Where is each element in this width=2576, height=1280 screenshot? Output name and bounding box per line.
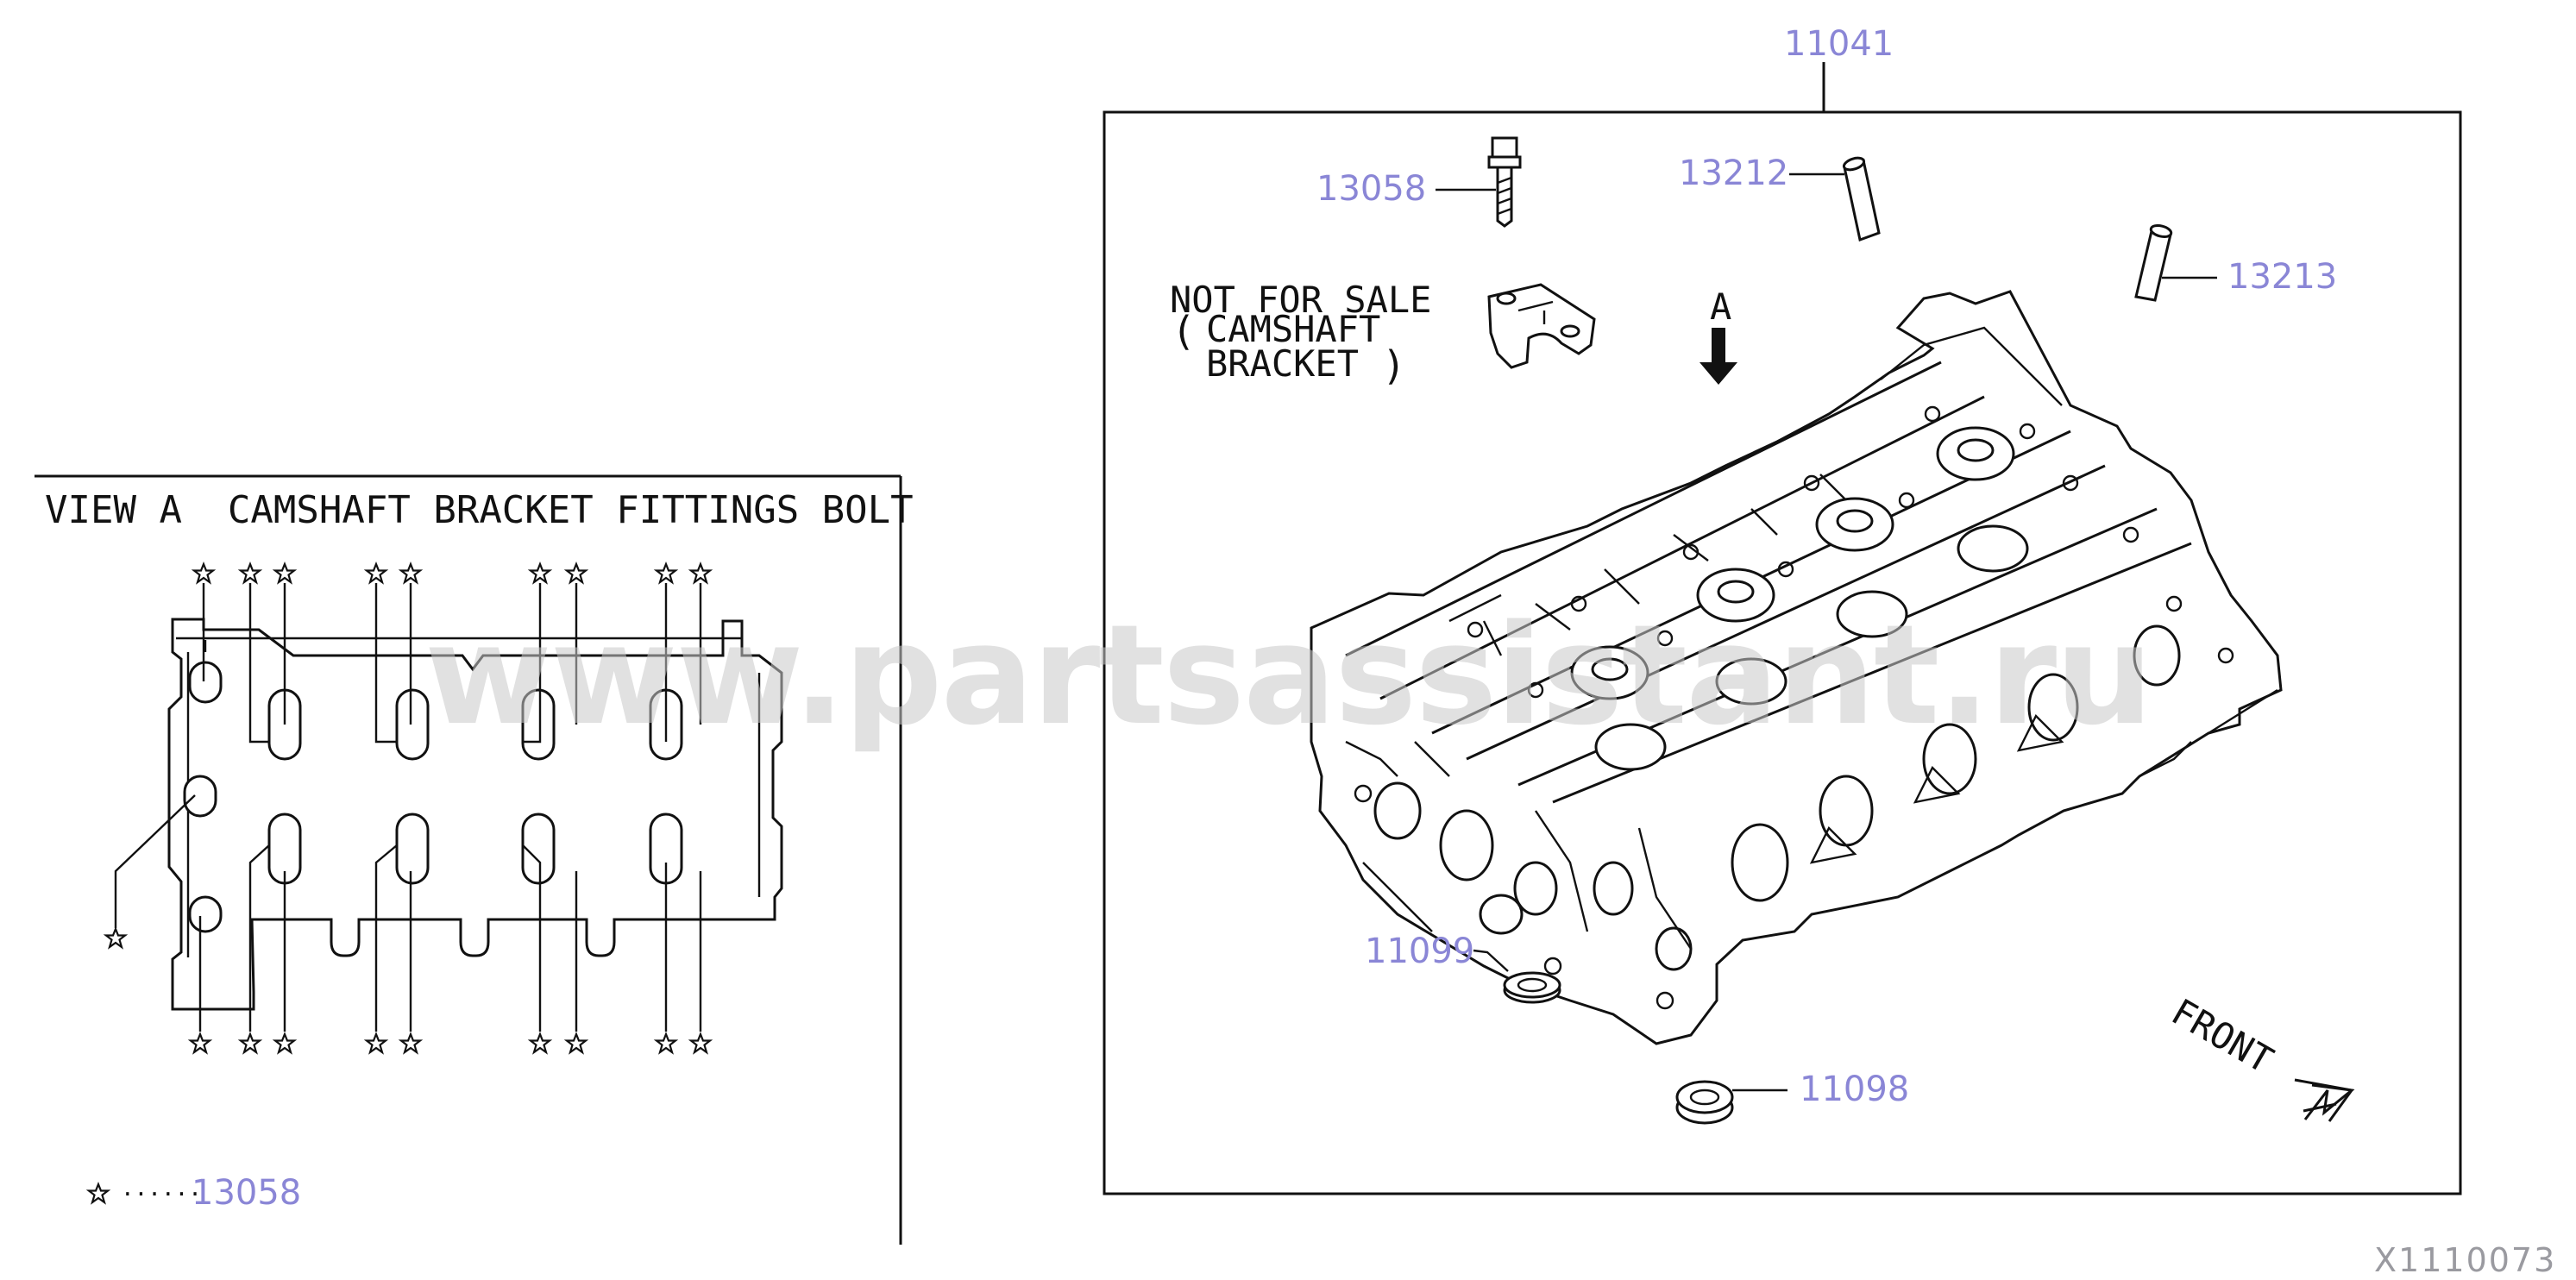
legend-dots: ······ xyxy=(121,1182,202,1208)
note-line-3: BRACKET xyxy=(1206,342,1359,385)
assembly-frame: 11041 xyxy=(1103,24,2462,1195)
bolt-star-icon xyxy=(689,562,712,584)
camshaft-bracket-part xyxy=(1487,283,1596,369)
head-bolt-holes xyxy=(1467,405,2234,699)
view-marker-label: A xyxy=(1710,285,1731,328)
seal-11098: 11098 xyxy=(1675,1070,1909,1125)
bolt-star-icon xyxy=(365,562,387,584)
bolt-star-icon xyxy=(104,927,127,949)
bolt-star-icon xyxy=(399,1032,422,1054)
dowel-13212: 13212 xyxy=(1679,154,1881,242)
note-paren-left: ( xyxy=(1172,308,1196,355)
bolt-star-icon xyxy=(655,1032,677,1054)
watermark: www.partsassistant.ru xyxy=(424,594,2152,756)
bolt-star-icon xyxy=(273,562,296,584)
note-paren-right: ) xyxy=(1382,342,1406,389)
bolt-star-icon xyxy=(529,562,551,584)
bolt-13058: 13058 xyxy=(1316,136,1522,228)
head-end-face xyxy=(1345,740,1693,1010)
callout-11098[interactable]: 11098 xyxy=(1800,1070,1909,1109)
inset-legend: ······ 13058 xyxy=(87,1173,301,1213)
bottom-bolt-markers xyxy=(104,927,712,1054)
bolt-star-icon xyxy=(399,562,422,584)
bolt-star-icon xyxy=(239,562,261,584)
lower-journal-slots xyxy=(183,775,683,933)
seal-11099: 11099 xyxy=(1365,932,1561,1004)
bottom-bolt-leaders xyxy=(114,794,702,1032)
bolt-star-icon xyxy=(689,1032,712,1054)
callout-13058[interactable]: 13058 xyxy=(1316,169,1426,209)
legend-part-number[interactable]: 13058 xyxy=(192,1173,301,1213)
bolt-star-icon xyxy=(655,562,677,584)
head-ports xyxy=(1731,624,2181,902)
view-a-arrow: A xyxy=(1700,285,1737,385)
top-bolt-markers xyxy=(192,562,712,584)
callout-11099[interactable]: 11099 xyxy=(1365,932,1474,971)
bolt-star-icon xyxy=(189,1032,211,1054)
bolt-star-icon xyxy=(365,1032,387,1054)
bolt-star-icon xyxy=(192,562,215,584)
cam-towers-intake xyxy=(1570,426,2015,700)
callout-11041[interactable]: 11041 xyxy=(1784,24,1894,64)
inset-title: VIEW A CAMSHAFT BRACKET FITTINGS BOLT xyxy=(45,488,914,532)
note-line-2: CAMSHAFT xyxy=(1206,308,1380,350)
bolt-star-icon xyxy=(529,1032,551,1054)
camshaft-bracket-outline xyxy=(167,618,783,1011)
not-for-sale-note: NOT FOR SALE ( CAMSHAFT BRACKET ) xyxy=(1170,279,1431,389)
note-line-1: NOT FOR SALE xyxy=(1170,279,1431,321)
callout-13212[interactable]: 13212 xyxy=(1679,154,1788,193)
top-bolt-leaders xyxy=(202,583,702,744)
bolt-star-icon xyxy=(565,562,587,584)
bolt-star-icon xyxy=(565,1032,587,1054)
callout-13213[interactable]: 13213 xyxy=(2227,257,2337,297)
view-a-inset: VIEW A CAMSHAFT BRACKET FITTINGS BOLT xyxy=(35,474,914,1245)
dowel-13213: 13213 xyxy=(2134,223,2337,302)
figure-code: X1110073 xyxy=(2374,1241,2556,1279)
cam-towers-exhaust xyxy=(1594,524,2029,771)
legend-star-icon xyxy=(87,1183,110,1204)
front-direction-indicator: FRONT xyxy=(2164,990,2355,1122)
cylinder-head xyxy=(1310,290,2283,1045)
bolt-star-icon xyxy=(239,1032,261,1054)
bolt-star-icon xyxy=(273,1032,296,1054)
front-label: FRONT xyxy=(2164,990,2280,1082)
